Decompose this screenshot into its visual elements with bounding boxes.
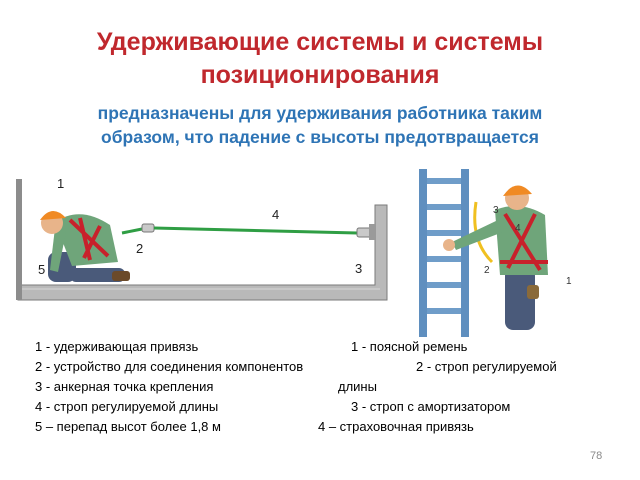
worker-ladder xyxy=(443,185,548,330)
legend-left-1: 1 - удерживающая привязь xyxy=(35,339,199,354)
positioning-system-illustration: 1 2 3 4 xyxy=(419,169,572,337)
legend-right-2: 2 - строп регулируемой xyxy=(416,359,557,374)
lanyard-adjuster xyxy=(141,223,155,233)
slide-title-line-2: позиционирования xyxy=(200,61,440,89)
roof-edge xyxy=(16,179,22,300)
legend-right-3: 3 - строп с амортизатором xyxy=(351,399,511,414)
illustration: 1 2 3 4 5 1 2 xyxy=(16,169,572,337)
legend-right-1: 1 - поясной ремень xyxy=(351,339,468,354)
worker-boot xyxy=(112,271,130,281)
label-r-3: 3 xyxy=(493,205,499,216)
legend-right-4: 4 – страховочная привязь xyxy=(318,419,474,434)
helmet-icon xyxy=(40,210,66,220)
helmet-icon xyxy=(503,185,532,196)
legend-left-5: 5 – перепад высот более 1,8 м xyxy=(35,419,221,434)
lanyard-line xyxy=(121,227,143,235)
page-number: 78 xyxy=(590,450,603,462)
label-3: 3 xyxy=(355,261,362,276)
legend-right-2-cont: длины xyxy=(338,379,377,394)
lanyard-long xyxy=(153,226,358,235)
restraint-system-illustration: 1 2 3 4 5 xyxy=(16,176,388,301)
slide-title-line-1: Удерживающие системы и системы xyxy=(96,28,544,56)
ladder-rail-left xyxy=(419,169,427,337)
worker-glove xyxy=(527,285,539,299)
anchor-point xyxy=(369,224,375,240)
worker-kneeling xyxy=(40,210,130,282)
worker-legs-ladder xyxy=(505,268,535,330)
slide-title: Удерживающие системы и системы позициони… xyxy=(0,26,640,92)
label-4: 4 xyxy=(272,207,279,222)
label-1: 1 xyxy=(57,176,64,191)
label-5: 5 xyxy=(38,262,45,277)
slide-subtitle: предназначены для удерживания работника … xyxy=(0,101,640,149)
label-r-2: 2 xyxy=(484,265,490,276)
harness-straps xyxy=(68,217,110,261)
harness-straps-ladder xyxy=(500,212,548,272)
ladder-rail-right xyxy=(461,169,469,337)
label-r-1: 1 xyxy=(566,276,572,287)
legend: 1 - удерживающая привязь 2 - устройство … xyxy=(35,337,605,437)
legend-left-2: 2 - устройство для соединения компоненто… xyxy=(35,359,304,374)
label-r-4: 4 xyxy=(515,223,521,234)
slide-subtitle-line-2: образом, что падение с высоты предотвращ… xyxy=(101,127,539,147)
label-2: 2 xyxy=(136,241,143,256)
legend-left-3: 3 - анкерная точка крепления xyxy=(35,379,214,394)
legend-left-4: 4 - строп регулируемой длины xyxy=(35,399,219,414)
anchor-clip xyxy=(356,227,372,238)
ladder-rungs xyxy=(427,178,461,314)
slide-subtitle-line-1: предназначены для удерживания работника … xyxy=(97,103,543,123)
